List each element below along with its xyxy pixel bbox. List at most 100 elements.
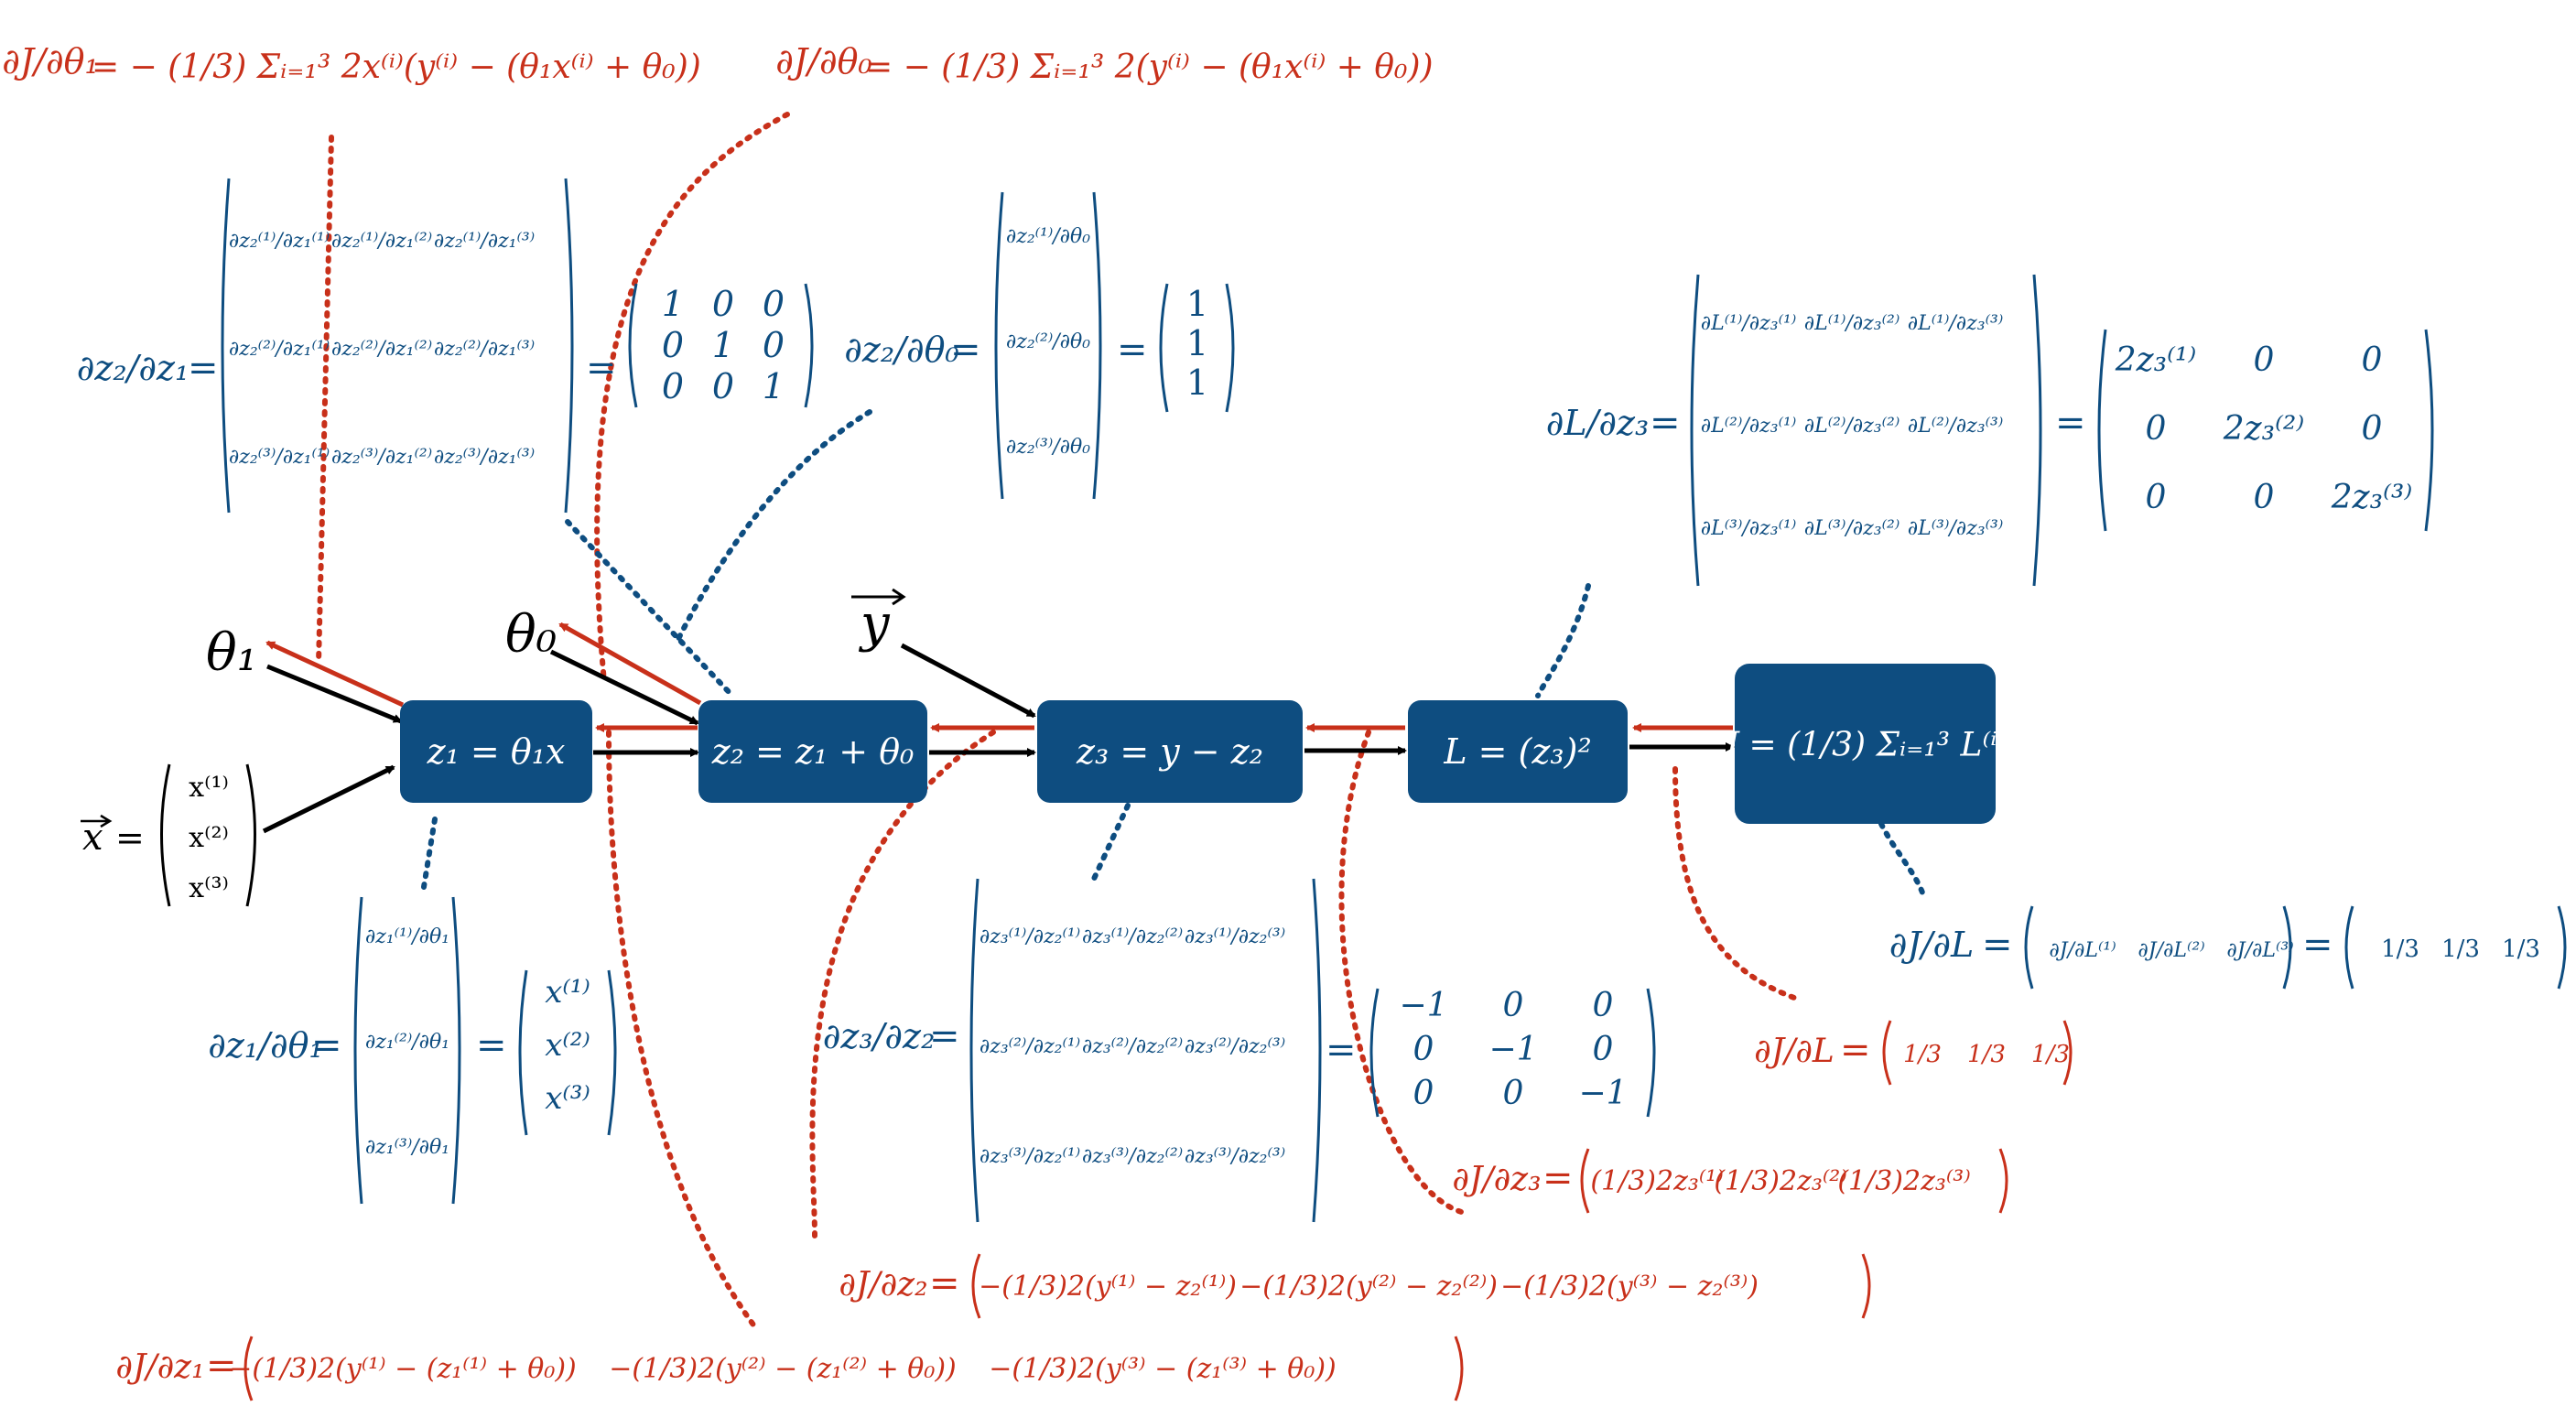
- matrix-cell: 0: [662, 366, 684, 406]
- red-dotted-connector: [316, 135, 334, 666]
- row-cell: −(1/3)2(y⁽³⁾ − (z₁⁽³⁾ + θ₀)): [989, 1353, 1337, 1385]
- matrix-cell: 0: [2362, 410, 2383, 448]
- column-cell: ∂z₂⁽³⁾/∂θ₀: [1006, 436, 1090, 459]
- node-box: [1037, 700, 1303, 803]
- eq-lhs: ∂z₂/∂θ₀: [844, 330, 958, 370]
- column-cell: ∂z₁⁽²⁾/∂θ₁: [365, 1031, 449, 1054]
- left-bracket: [1580, 1148, 1590, 1214]
- left-bracket: [1690, 274, 1700, 587]
- right-bracket: [1225, 283, 1235, 413]
- backward-arrow-theta0: [558, 622, 702, 706]
- right-bracket: [1646, 988, 1656, 1118]
- eq-dz1-dtheta1: ∂z₁/∂θ₁=∂z₁⁽¹⁾/∂θ₁∂z₁⁽²⁾/∂θ₁∂z₁⁽³⁾/∂θ₁=x…: [208, 896, 617, 1205]
- blue-dotted-connector: [1878, 821, 1925, 895]
- right-bracket: [1092, 191, 1102, 500]
- row-cell: −(1/3)2(y⁽³⁾ − z₂⁽³⁾): [1500, 1271, 1759, 1303]
- matrix-cell: ∂L⁽²⁾/∂z₃⁽²⁾: [1804, 415, 1900, 438]
- y-label: y: [858, 594, 891, 654]
- matrix-cell: ∂z₃⁽²⁾/∂z₂⁽³⁾: [1185, 1035, 1285, 1058]
- svg-text:=: =: [1982, 924, 2013, 966]
- matrix-cell: ∂L⁽¹⁾/∂z₃⁽²⁾: [1804, 312, 1900, 335]
- row-cell: −(1/3)2(y⁽¹⁾ − (z₁⁽¹⁾ + θ₀)): [229, 1353, 577, 1385]
- matrix-cell: 2z₃⁽¹⁾: [2115, 341, 2196, 379]
- matrix-cell: ∂L⁽³⁾/∂z₃⁽²⁾: [1804, 517, 1900, 540]
- left-bracket: [2097, 329, 2107, 532]
- row-cell: −(1/3)2(y⁽²⁾ − (z₁⁽²⁾ + θ₀)): [609, 1353, 957, 1385]
- right-bracket: [1998, 1148, 2008, 1214]
- x-component-3: x⁽³⁾: [189, 872, 229, 904]
- x-component-1: x⁽¹⁾: [189, 772, 229, 804]
- matrix-cell: 2z₃⁽³⁾: [2331, 479, 2412, 516]
- matrix-cell: 0: [1593, 987, 1614, 1024]
- node-box: [1408, 700, 1628, 803]
- eq-lhs: ∂J/∂L: [1754, 1033, 1835, 1070]
- row-cell: ∂J/∂L⁽²⁾: [2138, 939, 2204, 962]
- theta1-label: θ₁: [206, 623, 257, 683]
- node-label: z₃ = y − z₂: [1076, 731, 1263, 772]
- blue-dotted-connector: [565, 519, 735, 698]
- matrix-cell: 2z₃⁽²⁾: [2223, 410, 2304, 448]
- row-cell: 1/3: [1903, 1041, 1942, 1068]
- eq-lhs: ∂J/∂θ₁: [2, 41, 98, 81]
- eq-lhs: ∂z₁/∂θ₁: [208, 1025, 322, 1066]
- matrix-cell: 0: [2362, 341, 2383, 379]
- svg-text:=: =: [1542, 1157, 1574, 1199]
- eq-lhs: ∂J/∂L: [1889, 925, 1975, 965]
- left-bracket: [971, 1253, 981, 1319]
- forward-arrow-y: [900, 643, 1036, 719]
- row-cell: ∂J/∂L⁽³⁾: [2226, 939, 2293, 962]
- right-bracket: [2557, 905, 2567, 990]
- left-bracket: [1882, 1020, 1892, 1086]
- result-cell: x⁽²⁾: [545, 1027, 590, 1064]
- svg-text:=: =: [311, 1024, 342, 1066]
- eq-rhs: = − (1/3) Σᵢ₌₁³ 2(y⁽ⁱ⁾ − (θ₁x⁽ⁱ⁾ + θ₀)): [865, 49, 1434, 86]
- matrix-cell: −1: [1578, 1075, 1627, 1112]
- matrix-cell: 1: [763, 366, 785, 406]
- node-label: J = (1/3) Σᵢ₌₁³ L⁽ⁱ⁾: [1719, 727, 2006, 764]
- matrix-cell: 0: [712, 366, 734, 406]
- matrix-cell: ∂L⁽³⁾/∂z₃⁽³⁾: [1908, 517, 2003, 540]
- svg-text:=: =: [1117, 329, 1148, 371]
- left-bracket: [628, 283, 638, 408]
- blue-dotted-connector: [1091, 803, 1131, 882]
- matrix-cell: 0: [1413, 1031, 1434, 1068]
- left-bracket: [221, 178, 231, 514]
- node-n2: z₂ = z₁ + θ₀: [698, 700, 927, 803]
- matrix-cell: ∂z₃⁽³⁾/∂z₂⁽³⁾: [1185, 1145, 1285, 1168]
- left-bracket: [1369, 988, 1380, 1118]
- right-bracket: [1454, 1336, 1464, 1401]
- matrix-cell: ∂z₃⁽¹⁾/∂z₂⁽¹⁾: [980, 925, 1080, 948]
- matrix-cell: 0: [2254, 341, 2275, 379]
- eq-dJ-dz2-red: ∂J/∂z₂=−(1/3)2(y⁽¹⁾ − z₂⁽¹⁾)−(1/3)2(y⁽²⁾…: [839, 1253, 1871, 1319]
- matrix-cell: 0: [1503, 987, 1524, 1024]
- matrix-cell: 1: [712, 325, 734, 365]
- node-label: z₂ = z₁ + θ₀: [711, 731, 915, 772]
- matrix-cell: ∂z₂⁽¹⁾/∂z₁⁽³⁾: [434, 230, 535, 253]
- matrix-cell: ∂z₂⁽³⁾/∂z₁⁽²⁾: [331, 446, 432, 469]
- left-bracket: [353, 896, 363, 1205]
- node-box: [1735, 664, 1996, 824]
- node-label: L = (z₃)²: [1443, 731, 1591, 772]
- theta0-label: θ₀: [505, 605, 557, 665]
- left-bracket: [969, 878, 980, 1223]
- right-bracket: [2424, 329, 2434, 532]
- result-cell: 1: [1186, 284, 1208, 324]
- matrix-cell: ∂L⁽¹⁾/∂z₃⁽¹⁾: [1701, 312, 1796, 335]
- y-vector-arrow: [851, 588, 906, 606]
- matrix-cell: ∂L⁽²⁾/∂z₃⁽³⁾: [1908, 415, 2003, 438]
- left-bracket: [2344, 905, 2354, 990]
- svg-text:=: =: [115, 817, 145, 858]
- eq-lhs: ∂J/∂θ₀: [775, 41, 871, 81]
- eq-dJ-dz3-red: ∂J/∂z₃=(1/3)2z₃⁽¹⁾(1/3)2z₃⁽²⁾(1/3)2z₃⁽³⁾: [1452, 1148, 2008, 1214]
- eq-lhs: ∂L/∂z₃: [1546, 403, 1650, 443]
- matrix-cell: ∂L⁽²⁾/∂z₃⁽¹⁾: [1701, 415, 1796, 438]
- matrix-cell: 0: [763, 284, 785, 324]
- matrix-cell: 0: [763, 325, 785, 365]
- left-bracket: [244, 1336, 254, 1401]
- row-cell: ∂J/∂L⁽¹⁾: [2049, 939, 2116, 962]
- row-cell: −(1/3)2(y⁽²⁾ − z₂⁽²⁾): [1239, 1271, 1498, 1303]
- matrix-cell: −1: [1399, 987, 1447, 1024]
- matrix-cell: 0: [662, 325, 684, 365]
- eq-dz2-dz1: ∂z₂/∂z₁=∂z₂⁽¹⁾/∂z₁⁽¹⁾∂z₂⁽¹⁾/∂z₁⁽²⁾∂z₂⁽¹⁾…: [77, 178, 814, 514]
